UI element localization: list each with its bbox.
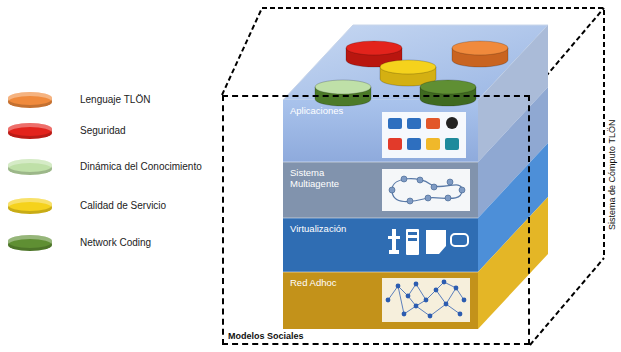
layer-label: Red Adhoc xyxy=(290,277,368,288)
multiagent-icon xyxy=(382,169,470,211)
frame-label: Modelos Sociales xyxy=(226,331,306,342)
virtualization-icons xyxy=(388,229,468,255)
layer-label: Sistema Multiagente xyxy=(290,167,368,189)
legend-swatch xyxy=(8,235,52,251)
layer-band: Sistema Multiagente xyxy=(283,162,478,218)
outer-cube xyxy=(222,8,604,345)
legend-entry: Network Coding xyxy=(8,235,228,253)
dashed-frame: Modelos Sociales AplicacionesSistema Mult… xyxy=(222,95,530,345)
legend-entry: Dinámica del Conocimiento xyxy=(8,159,228,177)
layer-band: Red Adhoc xyxy=(283,272,478,329)
layer-band: Virtualización xyxy=(283,218,478,272)
legend-entry: Lenguaje TLÖN xyxy=(8,92,228,110)
layer-fill xyxy=(283,218,478,272)
legend-swatch xyxy=(8,198,52,214)
legend-label: Calidad de Servicio xyxy=(80,200,166,212)
legend-swatch xyxy=(8,159,52,175)
layer-fill xyxy=(283,100,478,162)
layer-fill xyxy=(283,162,478,218)
legend-swatch xyxy=(8,92,52,108)
adhoc-graph xyxy=(382,278,470,322)
legend-entry: Calidad de Servicio xyxy=(8,198,228,216)
legend-swatch xyxy=(8,123,52,139)
cube-side xyxy=(478,197,548,329)
legend-label: Network Coding xyxy=(80,237,151,249)
legend-label: Lenguaje TLÖN xyxy=(80,94,150,106)
layer-label: Virtualización xyxy=(290,223,368,234)
layer-fill xyxy=(283,272,478,329)
legend-label: Seguridad xyxy=(80,125,126,137)
side-label: Sistema de Cómputo TLÖN xyxy=(607,120,618,230)
layer-band: Aplicaciones xyxy=(283,100,478,162)
legend-entry: Seguridad xyxy=(8,123,228,141)
layer-label: Aplicaciones xyxy=(290,105,368,116)
app-icons xyxy=(382,112,466,158)
legend-label: Dinámica del Conocimiento xyxy=(80,161,202,173)
